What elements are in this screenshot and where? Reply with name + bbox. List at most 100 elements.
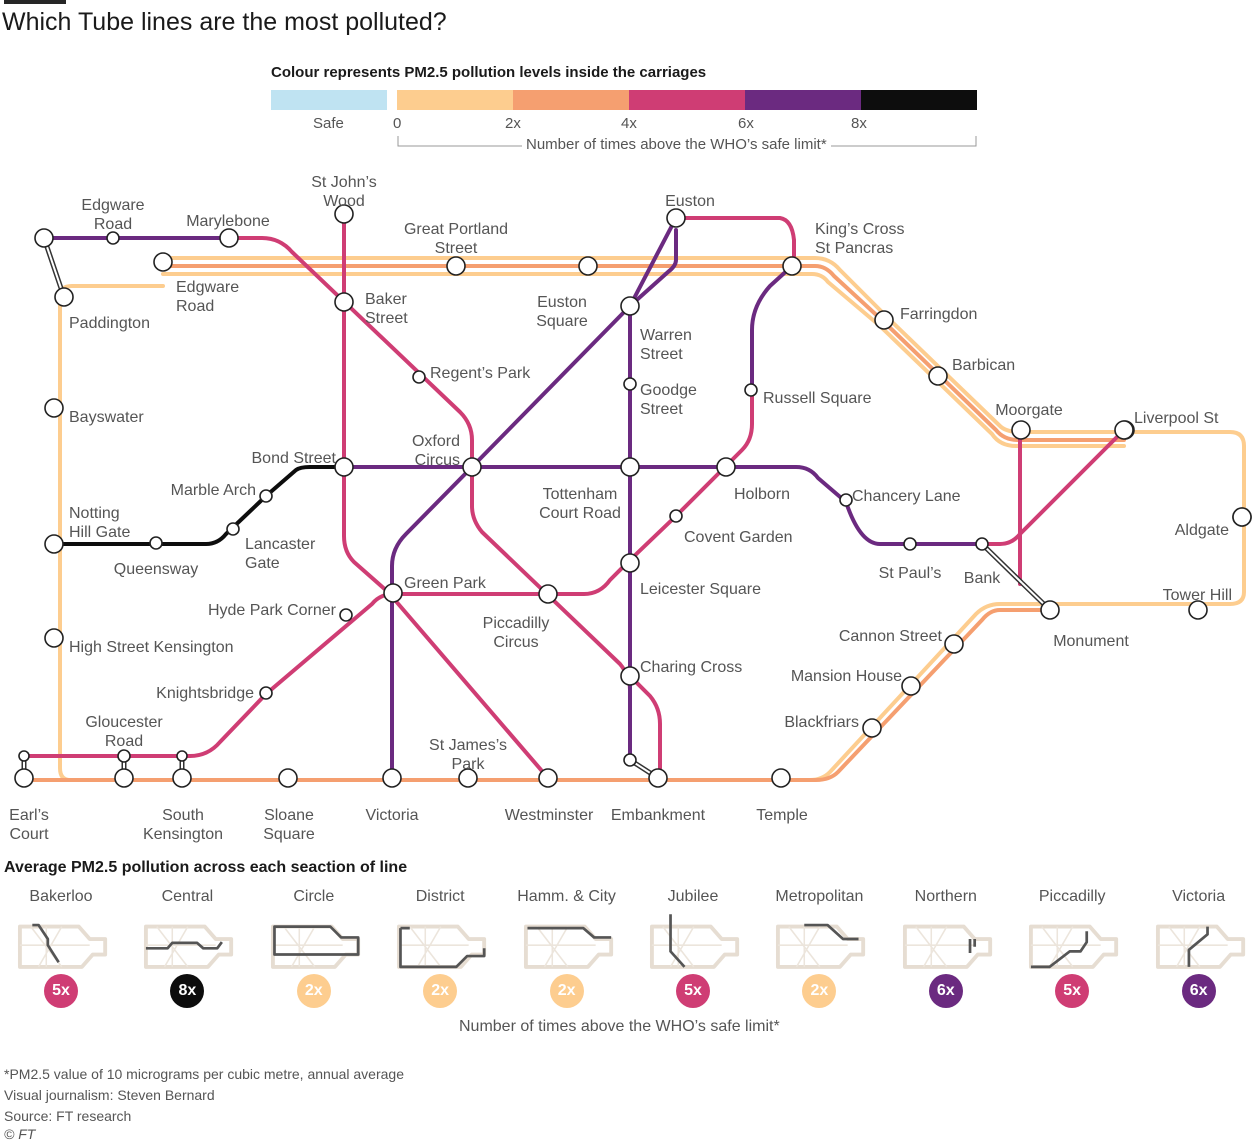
label-line: Temple [756,807,808,824]
mini-line [32,923,60,963]
label-line: Tottenham [543,486,618,503]
label-cannon-street: Cannon Street [839,628,943,645]
station-marker-3 [176,750,188,762]
label-farringdon: Farringdon [900,306,977,323]
stations [14,204,1252,788]
mini-line [804,923,859,941]
credit: Visual journalism: Steven Bernard [4,1087,215,1103]
label-line: Notting [69,505,120,522]
mini-outline [523,924,613,969]
legend-swatch-0 [397,90,513,110]
label-st-pauls: St Paul’s [879,565,942,582]
mini-map [397,924,487,969]
mini-outline [902,924,992,969]
label-line: St Paul’s [879,565,942,582]
label-line: Edgware [176,279,239,296]
mini-line [527,926,611,939]
station-blackfriars [862,718,882,738]
label-line: Earl’s [9,807,49,824]
label-line: Bond Street [252,450,337,467]
label-monument: Monument [1053,633,1129,650]
label-embankment: Embankment [611,807,706,824]
station-regents-park [412,370,426,384]
label-line: Great Portland [404,221,508,238]
line-average-badge: 2x [802,974,837,1008]
averages-title: Average PM2.5 pollution across each seac… [4,859,408,876]
station-tower-hill [1188,600,1208,620]
legend-title: Colour represents PM2.5 pollution levels… [271,64,707,81]
station-bayswater [44,398,64,418]
label-line: Road [176,298,214,315]
label-victoria: Victoria [365,807,418,824]
mini-grid [146,926,217,968]
footnote: *PM2.5 value of 10 micrograms per cubic … [4,1066,404,1082]
station-sloane-square [278,768,298,788]
station-marker-2 [18,750,30,762]
mini-line [1031,931,1089,969]
label-leicester-square: Leicester Square [640,581,761,598]
station-queensway [149,536,163,550]
station-marker-0 [34,228,54,248]
label-line: Lancaster [245,536,316,553]
station-piccadilly-circus [538,584,558,604]
mini-outline [270,924,360,969]
label-westminster: Westminster [505,807,594,824]
label-line: Hill Gate [69,524,130,541]
station-st-pauls [903,537,917,551]
legend-tick-4: 8x [851,115,867,132]
label-temple: Temple [756,807,808,824]
station-embankment [648,768,668,788]
line-average-badge: 2x [296,974,331,1008]
station-edgware-road-cir [153,252,173,272]
label-liverpool-st: Liverpool St [1134,410,1219,427]
station-gloucester-road [117,749,131,763]
label-line: Street [435,240,478,257]
label-knightsbridge: Knightsbridge [156,685,254,702]
label-line: Piccadilly [483,615,550,632]
station-mansion-house [901,676,921,696]
label-line: Square [536,313,588,330]
line-average-name: Bakerloo [29,888,93,905]
station-westminster [538,768,558,788]
label-line: Victoria [365,807,418,824]
line-average-badge: 2x [549,974,584,1008]
station-tottenham-court-road [620,457,640,477]
label-line: Warren [640,327,692,344]
label-line: Paddington [69,315,150,332]
label-line: St Pancras [815,240,893,257]
mini-map [776,923,866,969]
link-paddington-inner [43,237,65,298]
label-line: Blackfriars [784,714,859,731]
mini-outline [397,924,487,969]
label-line: Cannon Street [839,628,943,645]
label-line: Hyde Park Corner [208,602,337,619]
mini-line [399,926,486,969]
station-marylebone [219,228,239,248]
station-victoria [382,768,402,788]
legend-swatch-1 [513,90,629,110]
northern-bank-line [750,264,794,392]
label-line: St John’s [311,174,377,191]
header-rule [4,0,66,4]
label-line: Road [105,733,143,750]
label-holborn: Holborn [734,486,790,503]
line-average-name: Northern [914,888,977,905]
label-high-street-kensington: High Street Kensington [69,639,234,656]
station-oxford-circus [462,457,482,477]
mini-outline [776,924,866,969]
